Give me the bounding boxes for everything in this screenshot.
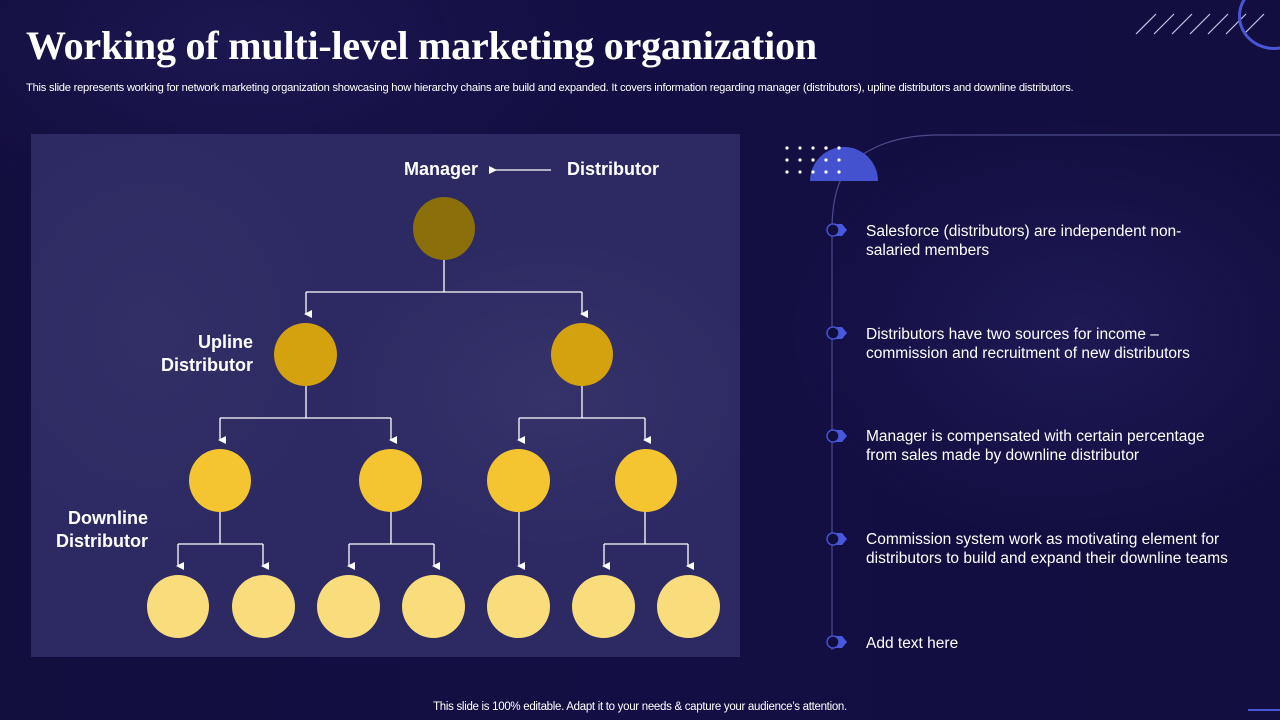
sub-downline-node-4 — [402, 575, 465, 638]
point-1-line2: salaried members — [866, 242, 990, 259]
point-1-line1: Salesforce (distributors) are independen… — [866, 223, 1182, 240]
distributor-label: Distributor — [567, 159, 659, 179]
sub-downline-node-3 — [317, 575, 380, 638]
bullet-marker-icon — [826, 635, 847, 649]
manager-label: Manager — [404, 159, 479, 179]
bullet-marker-icon — [826, 532, 847, 546]
downline-node-3 — [487, 449, 550, 512]
sub-downline-node-7 — [657, 575, 720, 638]
sub-downline-node-2 — [232, 575, 295, 638]
downline-node-2 — [359, 449, 422, 512]
downline-node-4 — [615, 449, 677, 512]
hierarchy-connectors — [176, 166, 694, 570]
footer-accent-line — [1248, 709, 1280, 711]
point-4-line1: Commission system work as motivating ele… — [866, 531, 1220, 548]
point-5[interactable]: Add text here — [866, 634, 1256, 653]
bullet-marker-icon — [826, 326, 847, 340]
downline-distributor-label: Downline Distributor — [56, 507, 148, 553]
downline-label-line1: Downline — [68, 508, 148, 528]
hierarchy-diagram-panel: Manager Distributor Upline Distributor D… — [31, 134, 740, 657]
point-5-line1[interactable]: Add text here — [866, 635, 959, 652]
point-3-line2: from sales made by downline distributor — [866, 447, 1140, 464]
upline-distributor-label: Upline Distributor — [161, 331, 253, 377]
sub-downline-node-6 — [572, 575, 635, 638]
point-3-line1: Manager is compensated with certain perc… — [866, 428, 1205, 445]
sub-downline-node-5 — [487, 575, 550, 638]
bullet-marker-icon — [826, 429, 847, 443]
point-2-line2: commission and recruitment of new distri… — [866, 345, 1190, 362]
slide-footer: This slide is 100% editable. Adapt it to… — [433, 701, 847, 713]
slide-subtitle: This slide represents working for networ… — [26, 82, 1074, 94]
dot-grid-overlay — [784, 145, 844, 184]
slide-title: Working of multi-level marketing organiz… — [26, 23, 817, 68]
downline-node-1 — [189, 449, 251, 512]
manager-node — [413, 197, 475, 260]
upline-label-line2: Distributor — [161, 355, 253, 375]
point-3: Manager is compensated with certain perc… — [866, 427, 1256, 465]
upline-node-2 — [551, 323, 613, 386]
upline-label-line1: Upline — [197, 332, 253, 352]
point-4: Commission system work as motivating ele… — [866, 530, 1266, 568]
point-1: Salesforce (distributors) are independen… — [866, 222, 1256, 260]
point-4-line2: distributors to build and expand their d… — [866, 550, 1228, 567]
point-2-line1: Distributors have two sources for income… — [866, 326, 1159, 343]
bullet-marker-icon — [826, 223, 847, 237]
upline-node-1 — [274, 323, 337, 386]
point-2: Distributors have two sources for income… — [866, 325, 1256, 363]
downline-label-line2: Distributor — [56, 531, 148, 551]
sub-downline-node-1 — [147, 575, 209, 638]
